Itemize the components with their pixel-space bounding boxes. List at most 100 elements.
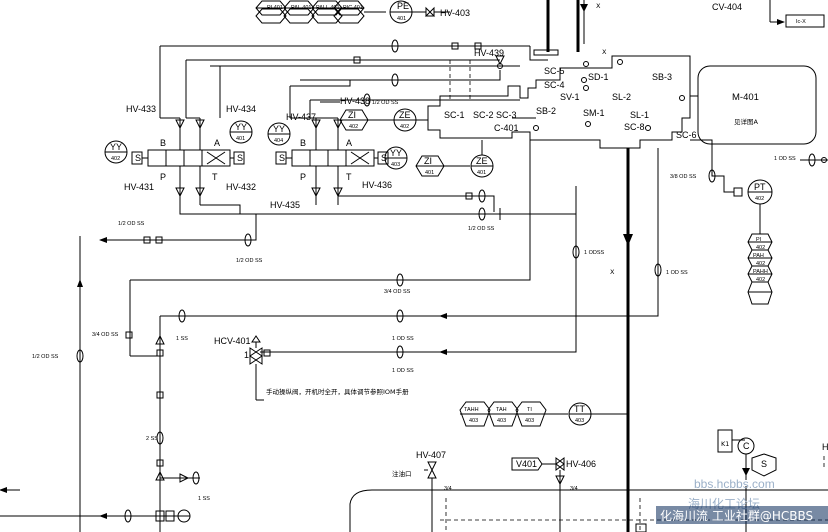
sc3-label: SC-3: [496, 110, 517, 120]
sb2-label: SB-2: [536, 106, 556, 116]
svg-text:A: A: [346, 138, 352, 148]
pi401-tag: PI 401: [267, 5, 283, 11]
hv433-label: HV-433: [126, 104, 156, 114]
svg-text:1 OD SS: 1 OD SS: [392, 368, 414, 374]
svg-text:403: 403: [525, 418, 534, 424]
svg-text:1 SS: 1 SS: [198, 496, 210, 502]
sc4-label: SC-4: [544, 80, 565, 90]
svg-text:401: 401: [236, 136, 245, 142]
svg-text:ZE: ZE: [399, 110, 411, 120]
cv404-label: CV-404: [712, 2, 742, 12]
svg-text:403: 403: [391, 162, 400, 168]
svg-text:X: X: [610, 268, 615, 276]
svg-text:bbs.hcbbs.com: bbs.hcbbs.com: [694, 477, 775, 491]
svg-text:PT: PT: [754, 182, 766, 192]
svg-text:H: H: [822, 442, 828, 452]
svg-text:1 SS: 1 SS: [176, 336, 188, 342]
pall401-tag: PALL 401: [316, 5, 340, 11]
svg-text:见详图A: 见详图A: [734, 117, 759, 126]
svg-text:402: 402: [756, 261, 765, 267]
svg-text:S: S: [279, 153, 285, 163]
sl2-label: SL-2: [612, 92, 631, 102]
hv403-label: HV-403: [440, 8, 470, 18]
svg-text:402: 402: [756, 245, 765, 251]
svg-text:HV-407: HV-407: [416, 450, 446, 460]
svg-text:YY: YY: [110, 142, 122, 152]
svg-text:PI: PI: [756, 237, 762, 243]
svg-text:YY: YY: [273, 124, 285, 134]
sb3-label: SB-3: [652, 72, 672, 82]
svg-text:402: 402: [400, 124, 409, 130]
hv439-label: HV-439: [474, 48, 504, 58]
hcv401-note: 手动操纵阀，开机时全开，具体调节参照IOM手册: [266, 387, 409, 396]
svg-text:401: 401: [397, 16, 406, 22]
yy402-bubble: YY 402: [104, 140, 128, 164]
svg-text:PAH: PAH: [753, 253, 764, 259]
hv436-label: HV-436: [362, 180, 392, 190]
svg-text:3/4: 3/4: [570, 486, 578, 492]
svg-text:403: 403: [575, 418, 584, 424]
hv434-label: HV-434: [226, 104, 256, 114]
svg-text:TAH: TAH: [496, 407, 507, 413]
svg-text:S: S: [237, 153, 243, 163]
c401-label: C-401: [494, 123, 519, 133]
svg-text:B: B: [160, 138, 166, 148]
svg-text:404: 404: [274, 138, 283, 144]
sl1-label: SL-1: [630, 110, 649, 120]
svg-text:注油口: 注油口: [392, 469, 412, 478]
svg-text:1/2 OD SS: 1/2 OD SS: [32, 354, 59, 360]
svg-text:3/4 OD SS: 3/4 OD SS: [92, 332, 119, 338]
sc5-label: SC-5: [544, 66, 565, 76]
vessel-outline: [349, 489, 828, 532]
svg-text:S: S: [381, 153, 387, 163]
svg-text:PAHH: PAHH: [753, 269, 768, 275]
watermark: bbs.hcbbs.com 海川化工论坛 化海川流 工业社群@HCBBS: [656, 477, 828, 524]
pal401-tag: PAL 401: [291, 5, 312, 11]
svg-text:1 OD SS: 1 OD SS: [774, 156, 796, 162]
svg-text:M-401: M-401: [732, 92, 759, 103]
svg-text:S: S: [761, 459, 767, 469]
hv406-valve: V401 HV-406 3/4: [511, 457, 596, 532]
sc8-label: SC-8: [624, 122, 645, 132]
svg-text:3/8 OD SS: 3/8 OD SS: [670, 174, 697, 180]
hv435-label: HV-435: [270, 200, 300, 210]
svg-text:403: 403: [469, 418, 478, 424]
hv407-valve: HV-407 注油口 3/4: [392, 450, 452, 532]
svg-text:TAHH: TAHH: [464, 407, 479, 413]
svg-text:1 OD SS: 1 OD SS: [666, 270, 688, 276]
svg-text:402: 402: [111, 156, 120, 162]
svg-text:1 OD SS: 1 OD SS: [392, 336, 414, 342]
svg-text:X: X: [602, 48, 607, 56]
sc1-label: SC-1: [444, 110, 465, 120]
svg-text:402: 402: [756, 277, 765, 283]
hcv401-valve: HCV-401 1 手动操纵阀，开机时全开，具体调节参照IOM手册: [214, 335, 409, 401]
svg-text:401: 401: [425, 170, 434, 176]
sc2-label: SC-2: [473, 110, 494, 120]
svg-text:TT: TT: [574, 404, 585, 414]
sv1-label: SV-1: [560, 92, 580, 102]
svg-text:V401: V401: [516, 459, 537, 469]
svg-text:1/2 OD SS: 1/2 OD SS: [118, 221, 145, 227]
svg-text:401: 401: [477, 170, 486, 176]
ic-x-signal: Ic-X: [796, 19, 806, 25]
hv438-label: HV-438: [340, 96, 370, 106]
svg-text:ZI: ZI: [348, 110, 356, 120]
svg-text:1/2 OD SS: 1/2 OD SS: [372, 100, 399, 106]
svg-text:1/2 OD SS: 1/2 OD SS: [236, 258, 263, 264]
sm1-label: SM-1: [583, 108, 605, 118]
pt402-bubble: PT 402: [747, 179, 773, 234]
sd1-label: SD-1: [588, 72, 609, 82]
svg-text:S: S: [135, 153, 141, 163]
svg-text:C: C: [743, 441, 750, 451]
compressor-c401: SC-1 SC-2 SC-3 C-401 SB-2 SM-1 SL-2 SL-1…: [427, 55, 697, 149]
svg-text:402: 402: [755, 196, 764, 202]
pic401-tag: PIC 401: [343, 5, 363, 11]
hv432-label: HV-432: [226, 182, 256, 192]
